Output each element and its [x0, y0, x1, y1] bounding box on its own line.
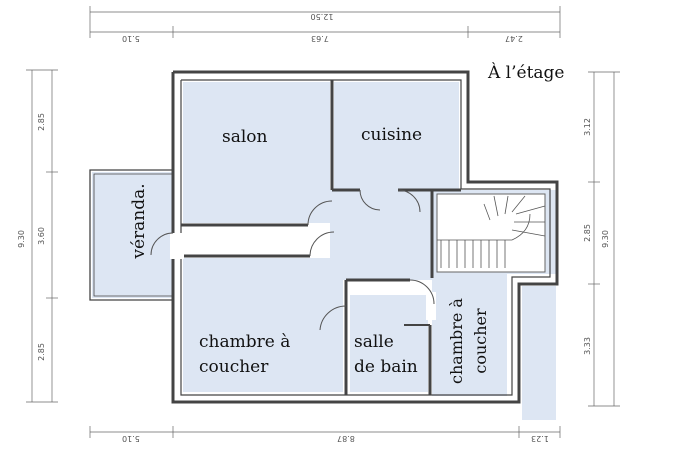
- label-chambre-right-1: chambre à: [447, 298, 466, 384]
- room-chambre-right-fill: [432, 274, 507, 396]
- door-salle-right: [409, 279, 435, 305]
- door-stair: [397, 189, 421, 213]
- door-veranda: [150, 232, 174, 256]
- room-labels: À l’étage salon cuisine véranda. chambre…: [129, 62, 565, 384]
- dim-bottom-left: 5.10: [122, 434, 140, 443]
- room-veranda-fill: [92, 172, 174, 298]
- dim-bottom-mid: 8.87: [337, 434, 355, 443]
- dim-top-right: 2.47: [505, 34, 523, 43]
- stair-step: [511, 195, 526, 213]
- label-cuisine: cuisine: [361, 125, 422, 145]
- label-salle-2: de bain: [354, 357, 418, 377]
- dim-top-total: 12.50: [311, 12, 334, 21]
- corridor-fill: [330, 190, 432, 280]
- room-chambre-left-fill: [183, 258, 343, 392]
- label-salon: salon: [222, 127, 268, 147]
- label-salle-1: salle: [354, 332, 394, 352]
- dim-left-total: 9.30: [17, 230, 26, 248]
- label-chambre-left-2: coucher: [199, 357, 269, 377]
- label-veranda: véranda.: [129, 183, 149, 259]
- stair-turn: [511, 213, 531, 241]
- stair-step: [493, 195, 499, 217]
- veranda-outline: [89, 169, 173, 301]
- room-cuisine-fill: [334, 82, 459, 190]
- dim-top-mid: 7.63: [311, 34, 329, 43]
- dim-left-top: 2.85: [37, 113, 46, 131]
- outer-wall-inner: [180, 79, 551, 396]
- room-salle-de-bain-fill: [350, 295, 428, 392]
- door-chambre-left: [309, 231, 335, 257]
- dim-bottom-right: 1.23: [531, 434, 549, 443]
- dim-left-bottom: 2.85: [37, 343, 46, 361]
- dim-right-total: 9.30: [601, 230, 610, 248]
- dim-right-top: 3.12: [583, 118, 592, 136]
- veranda-inner: [93, 173, 173, 297]
- dim-top-left: 5.10: [122, 34, 140, 43]
- stair-step: [483, 203, 491, 221]
- opening-veranda: [170, 233, 184, 259]
- shaft-fill: [522, 286, 556, 420]
- dim-right-bottom: 3.33: [583, 337, 592, 355]
- dim-right-mid: 2.85: [583, 224, 592, 242]
- label-chambre-right-2: coucher: [471, 308, 490, 374]
- stair-step: [511, 229, 546, 237]
- plan-title: À l’étage: [487, 62, 565, 83]
- stair-step: [515, 205, 546, 215]
- room-salon-fill: [183, 82, 330, 223]
- opening-chambre-right: [426, 292, 436, 320]
- openings: [170, 233, 436, 320]
- staircase: [436, 193, 546, 273]
- dim-left-mid: 3.60: [37, 227, 46, 245]
- door-salon: [307, 200, 333, 226]
- dimension-lines: [26, 6, 620, 438]
- label-chambre-left-1: chambre à: [199, 332, 290, 352]
- door-swings: [150, 189, 435, 331]
- door-cuisine: [359, 189, 381, 211]
- outer-wall: [171, 70, 559, 404]
- door-salle: [319, 305, 347, 331]
- stair-step: [504, 195, 509, 215]
- walls: [89, 70, 559, 404]
- dimension-texts: 12.50 5.10 7.63 2.47 5.10 8.87 1.23 9.30…: [17, 12, 610, 443]
